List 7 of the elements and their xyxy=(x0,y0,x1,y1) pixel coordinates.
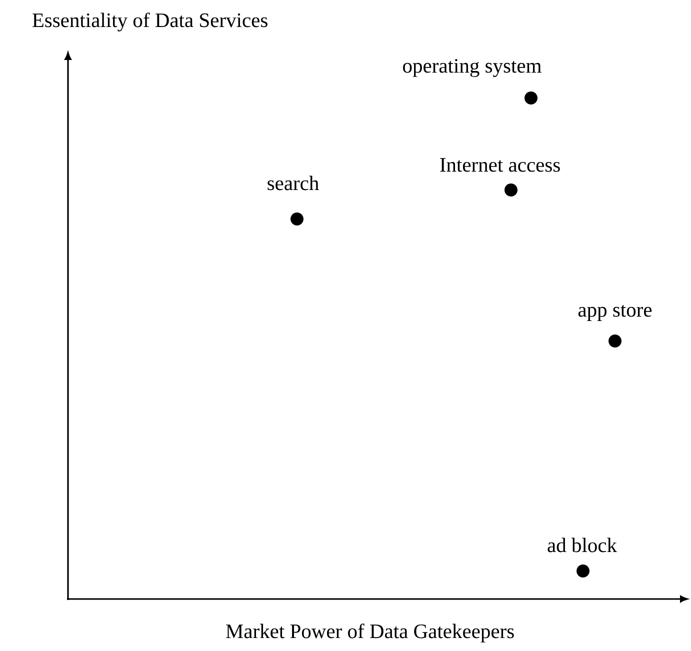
axis-title: Essentiality of Data Services xyxy=(32,12,268,32)
point-label: app store xyxy=(578,305,652,321)
point-label: ad block xyxy=(548,538,618,552)
point-label: operating system xyxy=(403,59,542,77)
point-label: search xyxy=(268,176,319,190)
point-label: Internet access xyxy=(440,158,560,172)
axis-title: Market Power of Data Gatekeepers xyxy=(226,624,514,642)
